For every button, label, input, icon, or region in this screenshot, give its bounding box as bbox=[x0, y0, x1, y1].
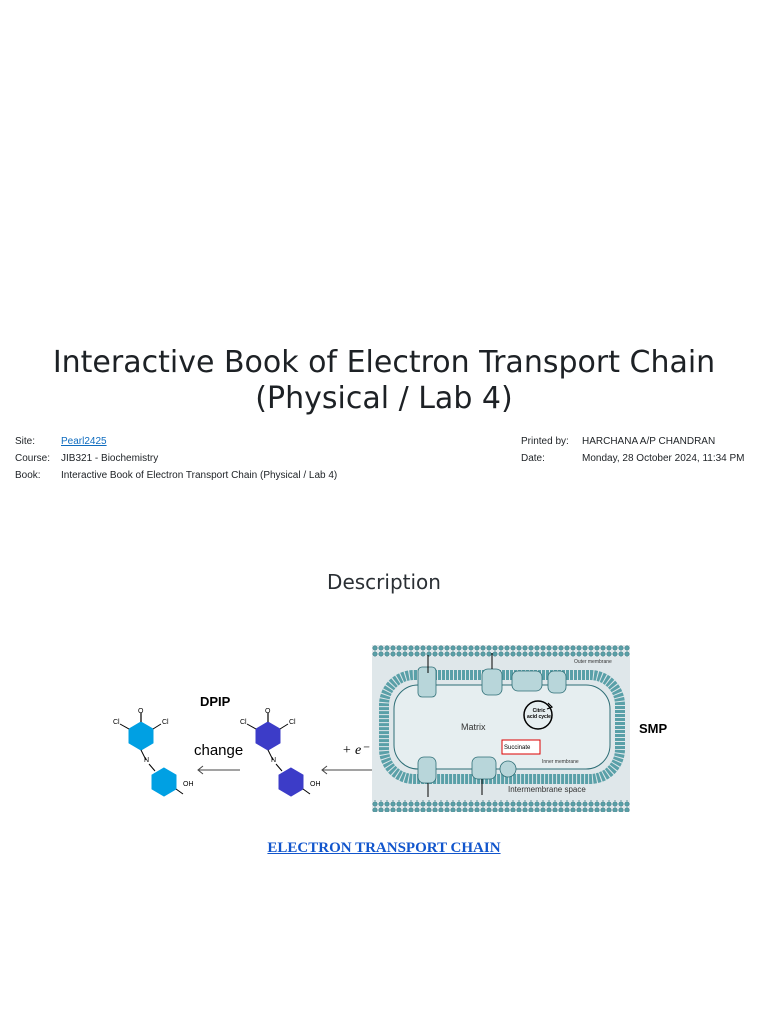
mitochondrion-diagram bbox=[372, 645, 630, 812]
electron-transport-chain-link[interactable]: ELECTRON TRANSPORT CHAIN bbox=[267, 840, 501, 856]
succinate-label: Succinate bbox=[504, 745, 531, 751]
oxidized-n: N bbox=[144, 757, 150, 764]
change-arrow bbox=[197, 765, 240, 775]
matrix-label: Matrix bbox=[461, 722, 486, 732]
reduced-oh: OH bbox=[310, 781, 321, 788]
page-title: Interactive Book of Electron Transport C… bbox=[52, 345, 716, 416]
course-value: JIB321 - Biochemistry bbox=[61, 453, 159, 464]
outer-membrane-label: Outer membrane bbox=[574, 659, 612, 665]
date-value: Monday, 28 October 2024, 11:34 PM bbox=[582, 453, 745, 464]
inner-membrane-label: Inner membrane bbox=[542, 759, 579, 765]
citric-label: Citric acid cycle bbox=[527, 708, 551, 720]
course-label: Course: bbox=[15, 453, 51, 464]
oxidized-cl-left: Cl bbox=[113, 719, 120, 726]
meta-left: Site: Pearl2425 Course: JIB321 - Biochemis… bbox=[15, 433, 337, 484]
dpip-reduced-molecule bbox=[246, 713, 311, 797]
dpip-oxidized-molecule bbox=[119, 713, 184, 797]
book-value: Interactive Book of Electron Transport C… bbox=[61, 470, 338, 481]
site-label: Site: bbox=[15, 436, 36, 447]
etc-figure: O Cl Cl N OH change DPIP O Cl Cl N OH + … bbox=[108, 640, 678, 820]
section-heading: Description bbox=[327, 570, 441, 594]
book-label: Book: bbox=[15, 470, 41, 481]
meta-right: Printed by: HARCHANA A/P CHANDRAN Date: Mo… bbox=[521, 433, 745, 467]
dpip-label: DPIP bbox=[200, 694, 231, 709]
oxidized-cl-right: Cl bbox=[162, 719, 169, 726]
printed-label: Printed by: bbox=[521, 436, 569, 447]
reduced-cl-right: Cl bbox=[289, 719, 296, 726]
change-label: change bbox=[194, 742, 244, 759]
electron-arrow bbox=[321, 765, 372, 775]
printed-value: HARCHANA A/P CHANDRAN bbox=[582, 436, 716, 447]
site-link[interactable]: Pearl2425 bbox=[61, 436, 107, 447]
smp-label: SMP bbox=[639, 721, 668, 736]
intermembrane-label: Intermembrane space bbox=[508, 785, 586, 794]
reduced-o: O bbox=[265, 708, 271, 715]
date-label: Date: bbox=[521, 453, 545, 464]
reduced-cl-left: Cl bbox=[240, 719, 247, 726]
oxidized-o: O bbox=[138, 708, 144, 715]
electron-label: + e⁻ bbox=[342, 743, 369, 758]
reduced-n: N bbox=[271, 757, 277, 764]
oxidized-oh: OH bbox=[183, 781, 194, 788]
